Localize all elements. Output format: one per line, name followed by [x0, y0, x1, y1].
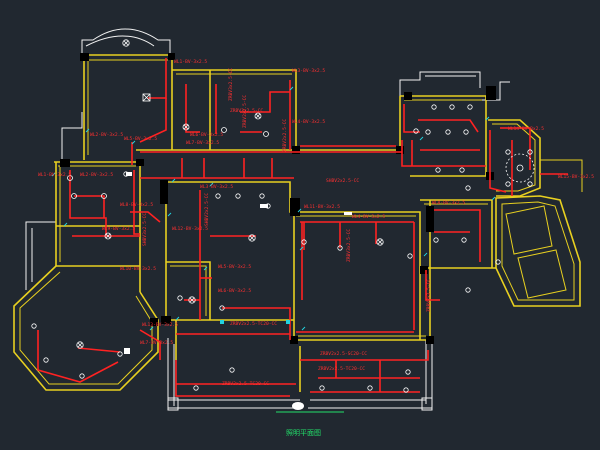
wire-label: WL2-BV-3x2.5 [80, 172, 113, 178]
switch-marks [51, 86, 496, 331]
wire-label: WL11-BV-3x2.5 [304, 204, 340, 210]
wire-label: ZRBV2x2.5-TC20-CC [318, 366, 365, 372]
structural-columns [60, 53, 496, 344]
wire-label: WL13-BV-3x2.5 [142, 322, 178, 328]
wire-label: WL4-BV-3x2.5 [292, 119, 325, 125]
wire-label: WL5-BV-3x2.5 [218, 264, 251, 270]
wire-label: WL6-BV-3x2.5 [218, 288, 251, 294]
wire-label: ZRBV2x2.5-TC20-CC [230, 321, 277, 327]
wire-label: WL7-BV-3x2.5 [140, 340, 173, 346]
wire-label: ZRBV2x2.5-SC20-CC [320, 351, 367, 357]
wire-label: ZRBV3x2.5-CC [346, 229, 352, 262]
wire-label: WL3-BV-3x2.5 [292, 68, 325, 74]
wire-label: ZRBV3x2.5-CC [228, 68, 234, 101]
wire-label: SHBV2x2.5-CC [326, 178, 359, 184]
exterior-outline [25, 28, 510, 411]
drawing-title-text: 照明平面图 [286, 429, 321, 437]
wire-labels: WL1-BV-3x2.5 WL2-BV-3x2.5 ZRBV3x2.5-CC Z… [38, 59, 594, 387]
light-fixtures [31, 39, 535, 410]
wire-label: WL15-BV-3x2.5 [558, 174, 594, 180]
wire-label: WL8-BV-3x2.5 [120, 202, 153, 208]
wire-label: WL6-BV-3x2.5 [190, 132, 223, 138]
wire-label: WL10-BV-3x2.5 [120, 266, 156, 272]
wire-label: ZRBV2x2.5-CC [426, 279, 432, 312]
drawing-title: 照明平面图 [276, 411, 344, 437]
wire-label: WL12-BV-3x2.5 [172, 226, 208, 232]
lighting-circuits [37, 58, 568, 397]
wire-label: WL5-BV-3x2.5 [124, 136, 157, 142]
wire-label: SHBV3x2.5-CC [142, 213, 148, 246]
wire-label: WL2-BV-3x2.5 [90, 132, 123, 138]
wire-label: ZRBV3x2.5-CC [230, 108, 263, 114]
wire-label: WL7-BV-3x2.5 [186, 140, 219, 146]
wire-label: WL1-BV-3x2.5 [38, 172, 71, 178]
wire-label: WL4-BV-3x2.5 [352, 214, 385, 220]
wire-label: WL14-BV-3x2.5 [508, 126, 544, 132]
wire-label: ZRBV2x2.5-CC [282, 119, 288, 152]
wire-label: ZRBV2x2.5-TC20-CC [222, 381, 269, 387]
wire-label: ZRBV2x2.5-CC [242, 95, 248, 128]
wire-label: WL9-BV-3x2.5 [102, 226, 135, 232]
wire-label: SHBV2x2.5-CC [204, 193, 210, 226]
wire-label: WL8-BV-3x2.5 [432, 200, 465, 206]
wire-label: WL3-BV-3x2.5 [200, 184, 233, 190]
wire-label: WL1-BV-3x2.5 [174, 59, 207, 65]
